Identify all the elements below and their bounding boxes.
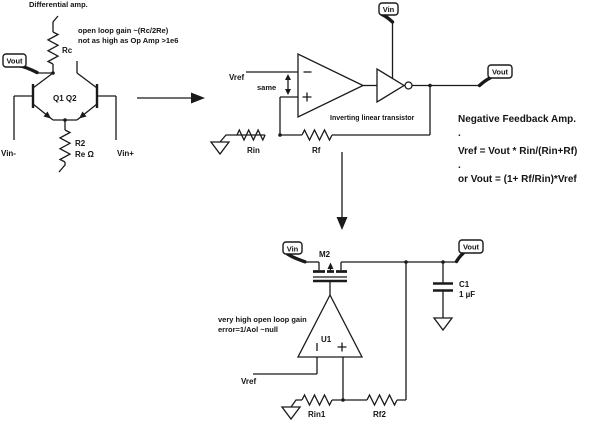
opamp-plus-marker bbox=[302, 92, 312, 102]
opamp-triangle bbox=[297, 52, 365, 119]
net-tag-vin-bottom-label: Vin bbox=[287, 245, 299, 254]
net-tag-vin-top bbox=[378, 2, 399, 16]
notes-formula2: or Vout = (1+ Rf/Rin)*Vref bbox=[458, 174, 577, 185]
vref-label: Vref bbox=[229, 73, 244, 82]
opamp-u1-label: U1 bbox=[321, 335, 332, 344]
same-arrow-head-up bbox=[285, 74, 291, 80]
nfb-amp-section: Vref same Vin Inverting linear transisto… bbox=[209, 2, 513, 156]
net-tag-pointer bbox=[454, 251, 465, 264]
diff-amp-section: Differential amp. open loop gain ~(Rc/2R… bbox=[1, 0, 178, 173]
q1-collector bbox=[32, 72, 54, 89]
same-label: same bbox=[257, 83, 276, 92]
plus-input-wire bbox=[279, 96, 298, 135]
resistor-rc bbox=[46, 31, 60, 65]
flow-arrow-down-head bbox=[336, 217, 348, 230]
mos-stage-section: Vin M2 Vout C1 1 µF U1 very high open lo… bbox=[218, 239, 484, 421]
u1-minus-input-wire bbox=[253, 357, 318, 375]
capacitor-c1 bbox=[433, 282, 453, 292]
ground-symbol bbox=[209, 141, 231, 156]
notes-heading: Negative Feedback Amp. bbox=[458, 114, 576, 125]
diff-amp-title: Differential amp. bbox=[29, 0, 88, 9]
resistor-rin bbox=[236, 128, 266, 142]
net-tag-vout-bottom-label: Vout bbox=[463, 243, 480, 252]
net-tag-vin-top-label: Vin bbox=[383, 5, 395, 14]
resistor-rin1-label: Rin1 bbox=[308, 410, 326, 419]
notes-dot2: . bbox=[458, 160, 461, 171]
inverter-triangle bbox=[376, 67, 406, 104]
diff-amp-note-line1: open loop gain ~(Rc/2Re) bbox=[78, 26, 169, 35]
net-tag-vout-diff bbox=[2, 53, 27, 68]
q2-collector bbox=[76, 61, 98, 89]
mosfet-terminal-stubs bbox=[318, 262, 342, 270]
q1-emitter-arrow bbox=[43, 111, 51, 119]
resistor-rf2 bbox=[366, 393, 398, 407]
net-tag-vout-top bbox=[487, 64, 513, 79]
u1-note-line2: error=1/Aol ~null bbox=[218, 325, 278, 334]
resistor-rin1 bbox=[301, 393, 333, 407]
supply-stub bbox=[52, 15, 59, 32]
diff-amp-note-line2: not as high as Op Amp >1e6 bbox=[78, 36, 178, 45]
resistor-rf-label: Rf bbox=[312, 146, 321, 155]
ground-step bbox=[219, 134, 237, 143]
notes-dot1: . bbox=[458, 128, 461, 139]
net-tag-pointer bbox=[477, 76, 492, 88]
net-tag-vin-bottom bbox=[282, 241, 303, 255]
q2-emitter-arrow bbox=[79, 111, 87, 119]
q1-q2-label: Q1 Q2 bbox=[53, 94, 77, 103]
feedback-wires bbox=[332, 262, 407, 401]
mosfet-bulk-arrow-head bbox=[327, 262, 334, 269]
vin-neg-label: Vin- bbox=[1, 149, 16, 158]
capacitor-c1-label: C1 bbox=[459, 280, 470, 289]
r2-bottom-stub bbox=[58, 162, 66, 173]
opamp-u1-triangle bbox=[296, 293, 364, 358]
resistor-r2-label: R2 bbox=[75, 139, 86, 148]
u1-note-line1: very high open loop gain bbox=[218, 315, 307, 324]
notes-formula1: Vref = Vout * Rin/(Rin+Rf) bbox=[458, 146, 577, 157]
ground-step bbox=[290, 399, 302, 408]
mosfet-m2-label: M2 bbox=[319, 250, 331, 259]
resistor-rf2-label: Rf2 bbox=[373, 410, 386, 419]
net-tag-pointer bbox=[285, 251, 307, 264]
vin-pos-label: Vin+ bbox=[117, 149, 134, 158]
vref-bottom-label: Vref bbox=[241, 377, 256, 386]
net-tag-vout-diff-label: Vout bbox=[6, 57, 23, 66]
net-tag-vout-top-label: Vout bbox=[492, 68, 509, 77]
flow-arrows bbox=[137, 92, 348, 230]
net-tag-vout-bottom bbox=[458, 239, 484, 254]
inverter-caption: Inverting linear transistor bbox=[330, 115, 415, 122]
resistor-rf bbox=[301, 128, 333, 142]
same-arrow-head-down bbox=[285, 89, 291, 95]
flow-arrow-right-head bbox=[191, 92, 205, 104]
inverter-bubble bbox=[404, 81, 413, 90]
resistor-r2-value: Re Ω bbox=[75, 150, 94, 159]
resistor-r2 bbox=[58, 129, 72, 163]
resistor-rin-label: Rin bbox=[247, 146, 260, 155]
u1-plus-marker bbox=[337, 342, 347, 352]
ground-symbol bbox=[280, 406, 302, 421]
notes-block: Negative Feedback Amp. . Vref = Vout * R… bbox=[458, 114, 577, 185]
resistor-rc-label: Rc bbox=[62, 46, 73, 55]
ground-symbol bbox=[432, 317, 454, 332]
junction-dot bbox=[278, 133, 282, 137]
capacitor-c1-value: 1 µF bbox=[459, 290, 475, 299]
